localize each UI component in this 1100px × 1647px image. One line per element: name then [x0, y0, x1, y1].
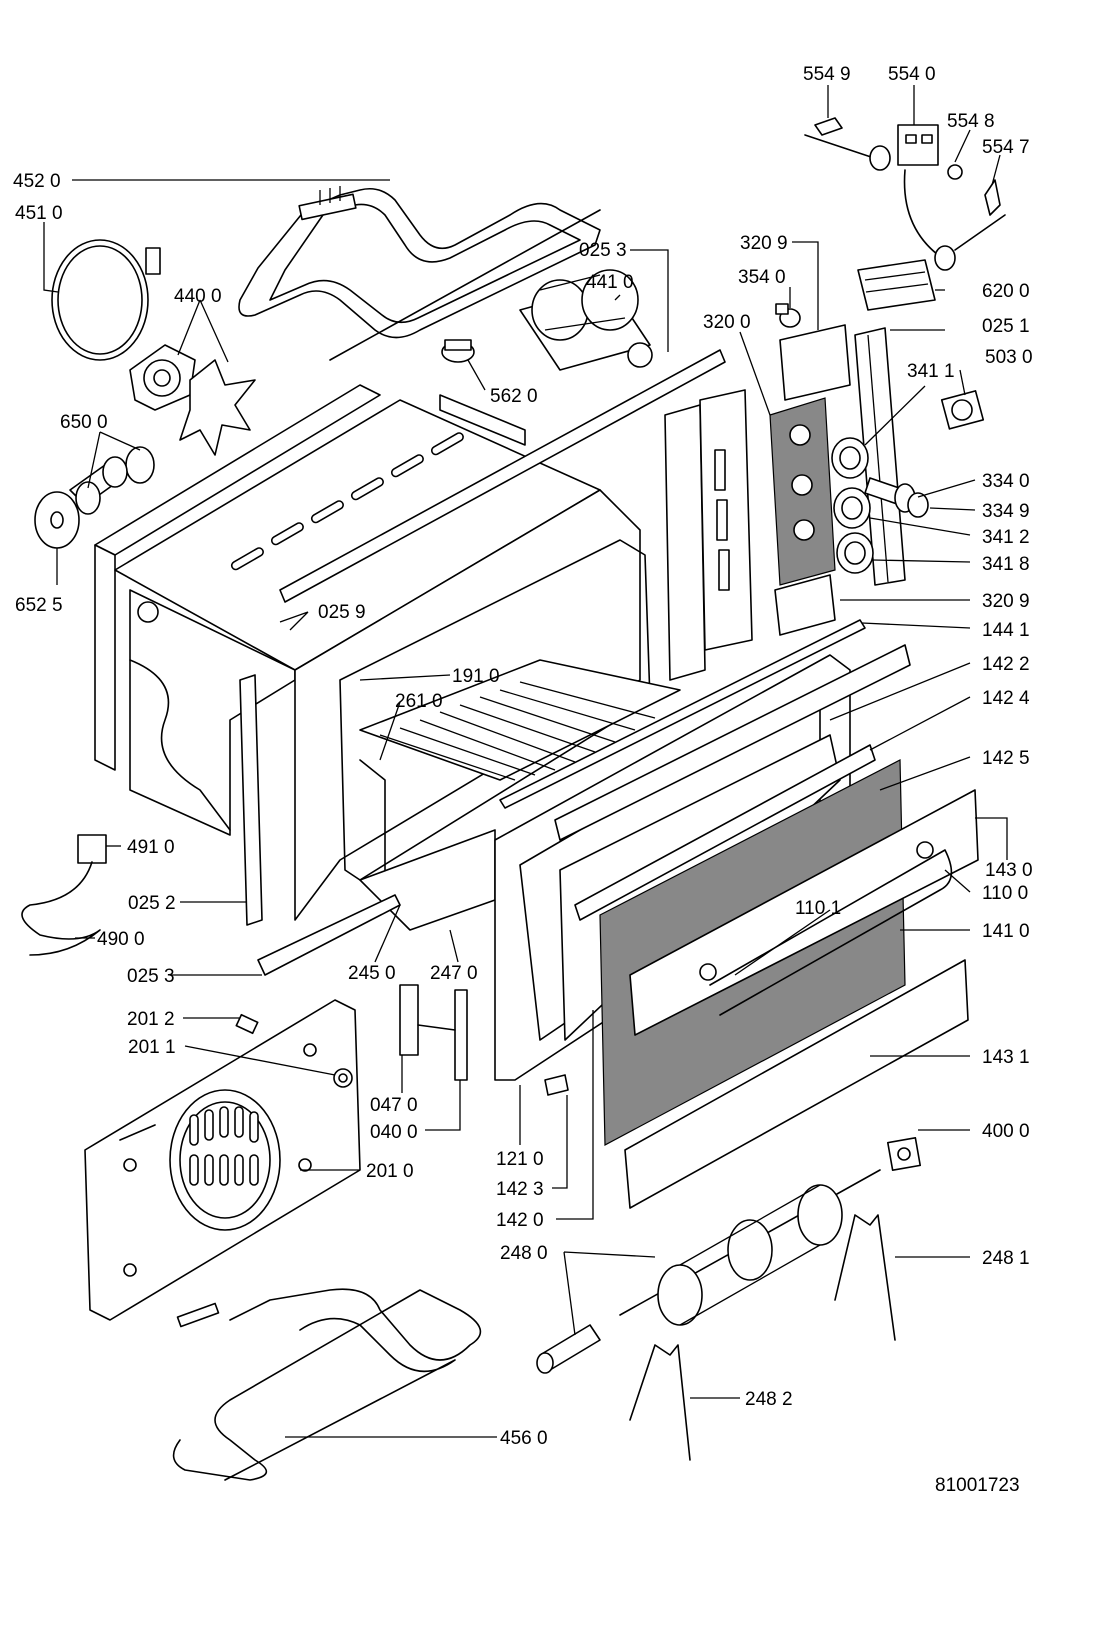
door-hinge-left: [399, 984, 419, 1056]
part-label-1910: 191 0: [452, 666, 500, 687]
part-label-2012: 201 2: [127, 1009, 175, 1030]
part-label-4910: 491 0: [127, 837, 175, 858]
part-label-0259: 025 9: [318, 602, 366, 623]
panel-nut: [333, 1068, 353, 1088]
part-label-6525: 652 5: [15, 595, 63, 616]
terminal-block: [857, 259, 936, 311]
part-label-1425: 142 5: [982, 748, 1030, 769]
part-label-1430: 143 0: [985, 860, 1033, 881]
control-panel-cover-bottom: [774, 574, 836, 636]
part-label-3209-top: 320 9: [740, 233, 788, 254]
part-label-3200: 320 0: [703, 312, 751, 333]
bottom-heating-element: [172, 1288, 482, 1481]
part-label-1210: 121 0: [496, 1149, 544, 1170]
indicator-lamp: [775, 303, 801, 328]
part-label-0252: 025 2: [128, 893, 176, 914]
power-cable: [21, 861, 101, 956]
control-panel-board: [769, 397, 836, 586]
part-label-3340: 334 0: [982, 471, 1030, 492]
part-label-1424: 142 4: [982, 688, 1030, 709]
control-knobs: [831, 437, 929, 574]
part-label-5620: 562 0: [490, 386, 538, 407]
side-insulation-panel: [94, 384, 381, 771]
part-label-0400: 040 0: [370, 1122, 418, 1143]
rotisserie-spit: [619, 1169, 881, 1326]
part-label-0253-top: 025 3: [579, 240, 627, 261]
part-label-1423: 142 3: [496, 1179, 544, 1200]
part-label-6200: 620 0: [982, 281, 1030, 302]
part-label-4510: 451 0: [15, 203, 63, 224]
part-label-2480: 248 0: [500, 1243, 548, 1264]
part-label-5030: 503 0: [985, 347, 1033, 368]
part-label-2482: 248 2: [745, 1389, 793, 1410]
part-label-1100: 110 0: [982, 883, 1028, 904]
part-label-2450: 245 0: [348, 963, 396, 984]
part-label-3540: 354 0: [738, 267, 786, 288]
power-cable-clamp: [77, 834, 107, 864]
lamp-seal-disk: [34, 491, 80, 549]
leader-lines: [43, 85, 1008, 1438]
glass-clip: [544, 1074, 569, 1096]
part-label-2470: 247 0: [430, 963, 478, 984]
part-label-1101: 110 1: [795, 898, 841, 919]
rotisserie-support-right: [834, 1214, 896, 1341]
spacer-screw: [235, 1013, 259, 1035]
rotisserie-handle: [536, 1324, 601, 1374]
part-label-1441: 144 1: [982, 620, 1030, 641]
part-label-6500: 650 0: [60, 412, 108, 433]
part-label-4400: 440 0: [174, 286, 222, 307]
part-label-1431: 143 1: [982, 1047, 1030, 1068]
part-label-3418: 341 8: [982, 554, 1030, 575]
part-label-3411: 341 1: [907, 361, 955, 382]
vertical-control-bracket: [664, 389, 753, 681]
selector-motor: [940, 390, 985, 430]
ring-heating-element: [51, 239, 161, 361]
rotisserie-support-left: [629, 1344, 691, 1461]
part-labels: 554 9 554 0 554 8 554 7 452 0 451 0 025 …: [13, 64, 1033, 1449]
oven-rack: [359, 659, 681, 781]
part-label-5547: 554 7: [982, 137, 1030, 158]
upper-seal-strip: [499, 619, 866, 809]
part-label-2481: 248 1: [982, 1248, 1030, 1269]
document-number: 81001723: [935, 1475, 1020, 1496]
handle-profile: [629, 789, 979, 1036]
part-label-1420: 142 0: [496, 1210, 544, 1231]
switch-timer-group: [804, 117, 1006, 271]
part-label-5548: 554 8: [947, 111, 995, 132]
control-panel-cover-top: [779, 324, 851, 401]
bottom-profile: [624, 959, 969, 1209]
side-rail: [239, 674, 263, 926]
part-label-4520: 452 0: [13, 171, 61, 192]
rack-support: [359, 759, 386, 871]
part-label-4900: 490 0: [97, 929, 145, 950]
part-label-4560: 456 0: [500, 1428, 548, 1449]
part-label-0251: 025 1: [982, 316, 1030, 337]
fan-motor-with-blade: [129, 344, 256, 456]
part-label-3412: 341 2: [982, 527, 1030, 548]
top-grill-heating-element: [238, 186, 601, 361]
door-hinge-right: [417, 989, 468, 1081]
rotisserie-motor: [886, 1136, 922, 1172]
tangential-fan: [519, 269, 653, 371]
part-label-4000: 400 0: [982, 1121, 1030, 1142]
part-label-3209-bottom: 320 9: [982, 591, 1030, 612]
part-label-5549: 554 9: [803, 64, 851, 85]
part-label-4410: 441 0: [586, 272, 634, 293]
part-label-2011: 201 1: [128, 1037, 176, 1058]
part-label-3349: 334 9: [982, 501, 1030, 522]
door-crossbar: [554, 644, 911, 921]
part-label-5540: 554 0: [888, 64, 936, 85]
safety-thermostat: [441, 339, 475, 363]
oven-lamp-assembly: [69, 446, 155, 515]
part-label-2610: 261 0: [395, 691, 443, 712]
part-label-2010: 201 0: [366, 1161, 414, 1182]
part-label-1422: 142 2: [982, 654, 1030, 675]
top-support-rail: [279, 349, 726, 603]
part-label-0470: 047 0: [370, 1095, 418, 1116]
rear-panel: [84, 999, 361, 1321]
part-label-1410: 141 0: [982, 921, 1030, 942]
part-label-0253-bottom: 025 3: [127, 966, 175, 987]
